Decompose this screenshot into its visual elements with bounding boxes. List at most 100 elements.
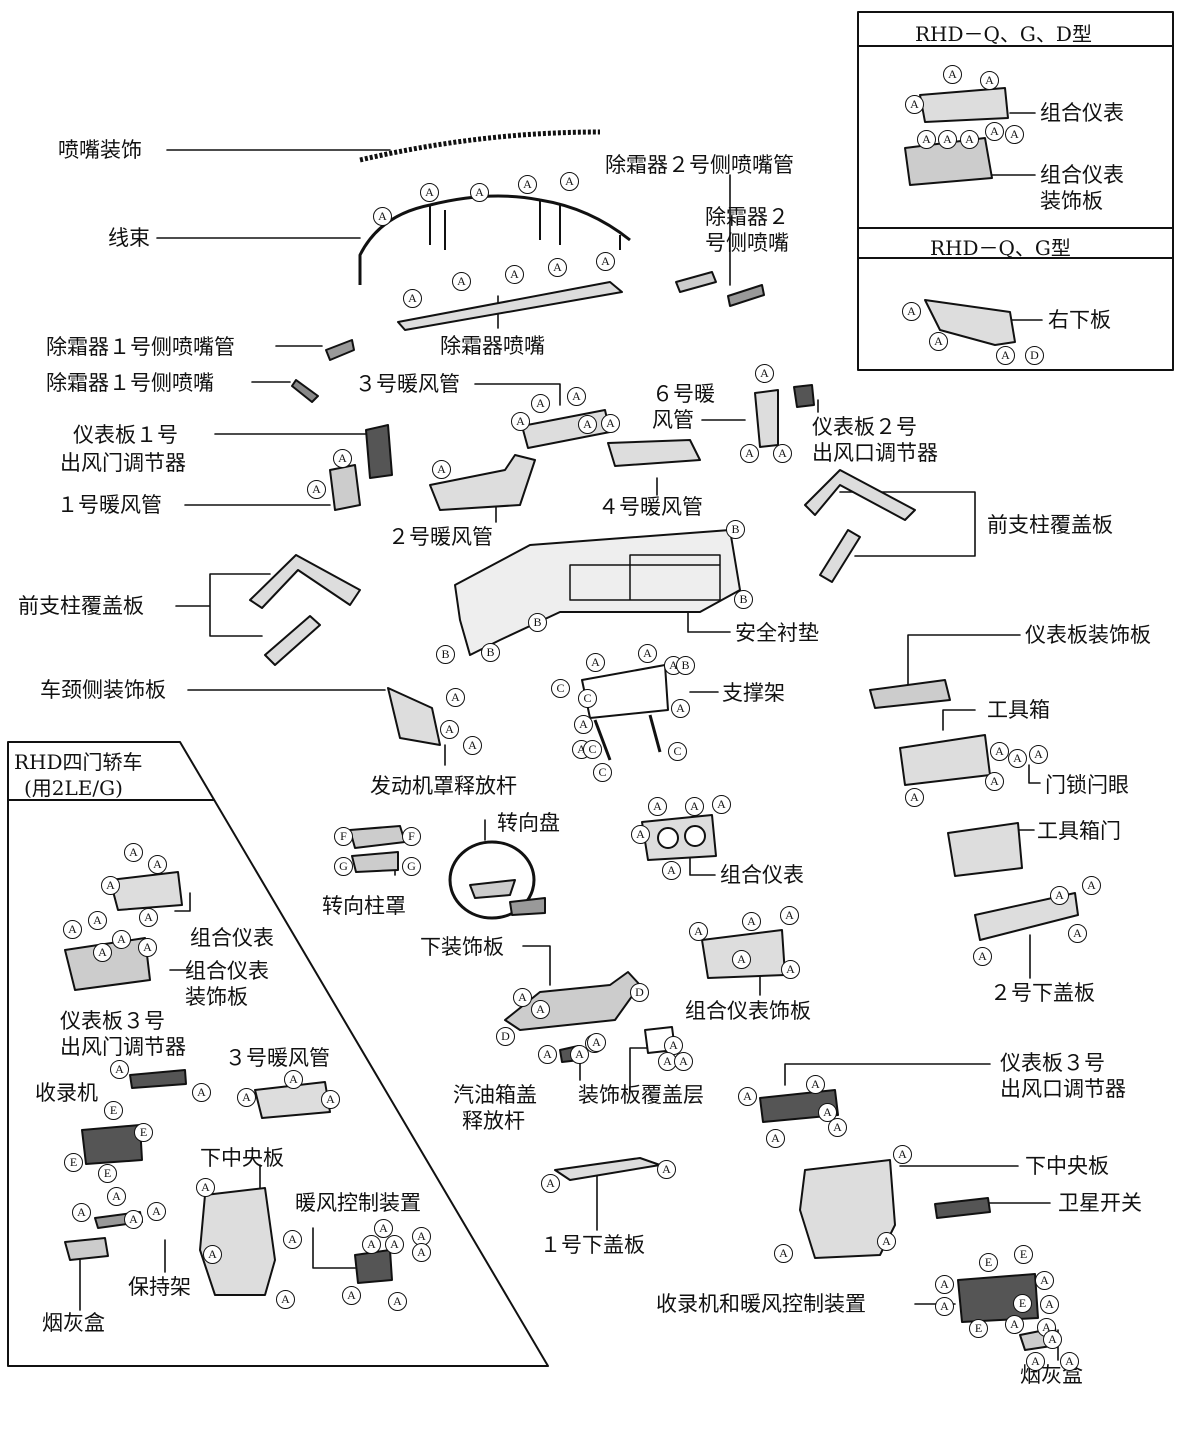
marker-d: D xyxy=(630,983,649,1002)
marker-a: A xyxy=(1043,1330,1062,1349)
marker-a: A xyxy=(638,644,657,663)
box-sedan-title-2: (用2LE/G) xyxy=(24,776,123,800)
marker-a: A xyxy=(560,172,579,191)
reg1-part xyxy=(365,424,393,479)
marker-a: A xyxy=(148,855,167,874)
label-box1-meter-trim-2: 装饰板 xyxy=(1040,189,1103,213)
marker-a: A xyxy=(463,736,482,755)
marker-a: A xyxy=(943,65,962,84)
marker-a: A xyxy=(893,1145,912,1164)
label-reg1-2: 出风门调节器 xyxy=(60,451,186,475)
marker-a: A xyxy=(385,1235,404,1254)
def1-nozzle-part xyxy=(291,379,319,403)
sb-ashtray-part xyxy=(64,1237,109,1261)
marker-a: A xyxy=(657,1160,676,1179)
safety-pad-part xyxy=(454,529,741,656)
label-sb-ashtray: 烟灰盒 xyxy=(42,1311,105,1335)
marker-e: E xyxy=(979,1253,998,1272)
sat-switch-part xyxy=(934,1197,991,1219)
label-safety-pad: 安全衬垫 xyxy=(735,621,819,645)
label-lock-striker: 门锁闩眼 xyxy=(1045,773,1129,797)
marker-a: A xyxy=(755,364,774,383)
label-box2-lower-right: 右下板 xyxy=(1048,308,1111,332)
marker-a: A xyxy=(452,272,471,291)
label-trim-cover: 装饰板覆盖层 xyxy=(578,1083,704,1107)
label-duct4: ４号暖风管 xyxy=(598,495,703,519)
box-sedan-title-1: RHD四门轿车 xyxy=(14,750,143,774)
duct3-part xyxy=(521,409,611,449)
marker-a: A xyxy=(88,911,107,930)
marker-e: E xyxy=(1014,1245,1033,1264)
marker-a: A xyxy=(674,1052,693,1071)
label-brace: 支撑架 xyxy=(722,681,785,705)
marker-a: A xyxy=(63,920,82,939)
steering-wheel-part xyxy=(448,840,536,920)
marker-e: E xyxy=(134,1123,153,1142)
marker-a: A xyxy=(1008,749,1027,768)
marker-e: E xyxy=(104,1101,123,1120)
label-radio-heater: 收录机和暖风控制装置 xyxy=(656,1292,866,1316)
marker-a: A xyxy=(388,1292,407,1311)
marker-a: A xyxy=(732,950,751,969)
def1-duct-part xyxy=(325,339,355,361)
label-fuel-release-2: 释放杆 xyxy=(462,1109,525,1133)
marker-a: A xyxy=(420,183,439,202)
marker-a: A xyxy=(139,908,158,927)
duct6-part xyxy=(754,389,779,448)
marker-a: A xyxy=(738,1087,757,1106)
marker-a: A xyxy=(1005,125,1024,144)
sb-lower-center-part xyxy=(199,1187,276,1296)
label-duct6-1: ６号暖 xyxy=(652,382,715,406)
marker-a: A xyxy=(766,1129,785,1148)
sb-heater-part xyxy=(354,1249,393,1284)
marker-a: A xyxy=(1060,1352,1079,1371)
marker-a: A xyxy=(917,130,936,149)
label-nozzle-trim: 喷嘴装饰 xyxy=(58,138,142,162)
nozzle-trim-part xyxy=(359,129,601,163)
box2-lower-right-part xyxy=(924,299,1016,346)
duct2-part xyxy=(429,454,536,511)
panel-trim-part xyxy=(869,679,951,709)
marker-a: A xyxy=(321,1090,340,1109)
marker-a: A xyxy=(110,1060,129,1079)
marker-a: A xyxy=(1082,876,1101,895)
marker-b: B xyxy=(726,520,745,539)
marker-g: G xyxy=(334,857,353,876)
box-rhd-qgd xyxy=(857,11,1174,371)
marker-c: C xyxy=(583,740,602,759)
marker-a: A xyxy=(587,1033,606,1052)
marker-a: A xyxy=(1068,924,1087,943)
sb-reg3-part xyxy=(129,1069,187,1089)
sb-radio-part xyxy=(81,1124,143,1165)
label-reg2-2: 出风口调节器 xyxy=(812,441,938,465)
marker-a: A xyxy=(342,1286,361,1305)
marker-a: A xyxy=(658,1052,677,1071)
label-sb-combo-meter: 组合仪表 xyxy=(190,926,274,950)
marker-a: A xyxy=(147,1202,166,1221)
marker-e: E xyxy=(1013,1294,1032,1313)
label-lower-center: 下中央板 xyxy=(1025,1154,1109,1178)
marker-a: A xyxy=(905,788,924,807)
marker-a: A xyxy=(689,922,708,941)
marker-a: A xyxy=(548,258,567,277)
def2-duct-part xyxy=(675,271,717,293)
label-duct1: １号暖风管 xyxy=(57,493,162,517)
marker-a: A xyxy=(93,943,112,962)
label-sb-duct3: ３号暖风管 xyxy=(225,1046,330,1070)
marker-a: A xyxy=(774,1244,793,1263)
label-sb-meter-trim-2: 装饰板 xyxy=(185,985,248,1009)
marker-d: D xyxy=(496,1027,515,1046)
marker-b: B xyxy=(481,643,500,662)
marker-a: A xyxy=(985,772,1004,791)
marker-a: A xyxy=(374,1219,393,1238)
marker-a: A xyxy=(1050,886,1069,905)
label-reg3-1: 仪表板３号 xyxy=(1000,1051,1105,1075)
marker-a: A xyxy=(828,1118,847,1137)
marker-a: A xyxy=(362,1235,381,1254)
marker-a: A xyxy=(531,394,550,413)
label-lower-trim: 下装饰板 xyxy=(420,935,504,959)
marker-a: A xyxy=(960,130,979,149)
marker-a: A xyxy=(818,1103,837,1122)
marker-b: B xyxy=(734,590,753,609)
